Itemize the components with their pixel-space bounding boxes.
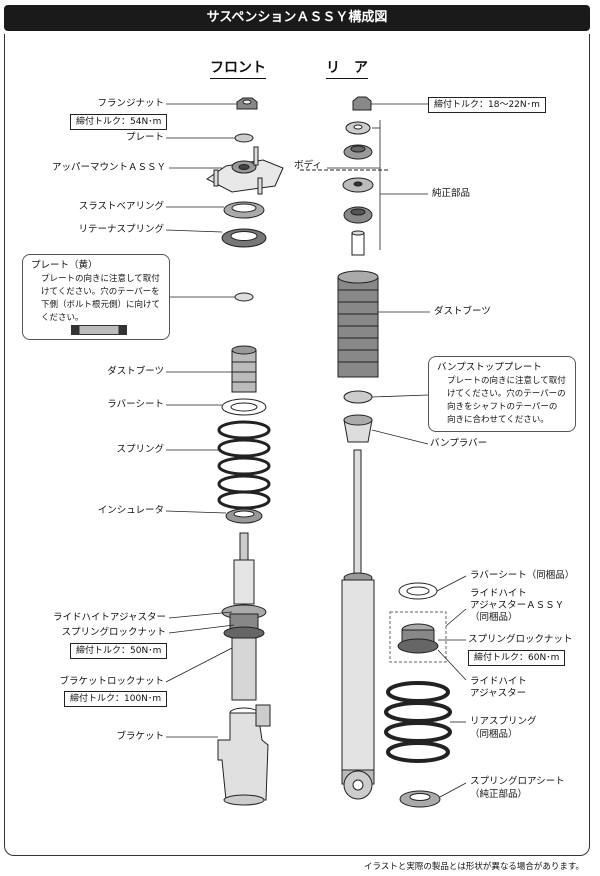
rear-rubber-sheet: [398, 582, 438, 600]
note-yellow-plate-title: プレート（黄）: [31, 260, 98, 271]
label-rear-ride-height-adjuster-1: ライドハイト: [470, 676, 527, 687]
label-rear-ride-height-assy-3: （同梱品）: [470, 612, 518, 623]
rear-spring: [384, 681, 452, 763]
front-spring: [217, 420, 271, 510]
leader-lines: [165, 103, 467, 798]
label-spring-lower-seat-2: （純正部品）: [470, 789, 528, 800]
label-rear-spring-lock-nut: スプリングロックナット: [468, 634, 573, 645]
label-insulator: インシュレータ: [97, 505, 164, 516]
note-bump-stop-line: けてください。穴のテーパーの: [447, 389, 566, 399]
label-ride-height-adjuster: ライドハイトアジャスター: [53, 612, 166, 623]
rear-bushing-upper: [343, 144, 373, 160]
note-yellow-plate-body: プレートの向きに注意して取付 けてください。穴のテーパーを 下側（ボルト根元側）…: [31, 273, 161, 325]
label-body: ボディ: [294, 160, 322, 171]
diagram-frame: [4, 34, 590, 856]
label-upper-mount: アッパーマウントＡＳＳＹ: [51, 162, 166, 173]
yellow-plate-section-icon: [71, 325, 127, 335]
note-yellow-plate-line: けてください。穴のテーパーを: [41, 287, 160, 297]
label-spring-lock-nut: スプリングロックナット: [61, 627, 166, 638]
label-rear-dust-boots: ダストブーツ: [434, 306, 491, 317]
header-front: フロント: [210, 57, 266, 79]
note-bump-stop-line: 向きをシャフトのテーパーの: [447, 402, 558, 412]
label-rear-spring-1: リアスプリング: [470, 716, 537, 727]
label-plate: プレート: [125, 132, 164, 143]
front-yellow-plate: [234, 292, 254, 302]
rear-spring-lower-seat: [399, 790, 441, 808]
rear-washer-1: [345, 121, 371, 135]
rear-top-nut: [352, 96, 372, 111]
front-insulator: [225, 508, 263, 524]
label-rear-ride-height-assy-2: アジャスターＡＳＳＹ: [470, 600, 565, 611]
label-rear-rubber-sheet: ラバーシート（同梱品）: [470, 570, 575, 581]
torque-rear-spring-lock-nut: 締付トルク：60N･m: [468, 650, 566, 666]
label-bump-rubber: バンプラバー: [430, 438, 488, 449]
torque-spring-lock-nut: 締付トルク：50N･m: [70, 643, 168, 659]
front-bracket: [217, 704, 271, 806]
note-bump-stop-plate: バンプストッププレート プレートの向きに注意して取付 けてください。穴のテーパー…: [428, 356, 576, 432]
torque-flange-nut: 締付トルク：54N･m: [70, 114, 168, 130]
label-front-dust-boots: ダストブーツ: [107, 366, 164, 377]
label-front-rubber-sheet: ラバーシート: [107, 399, 164, 410]
note-bump-stop-line: プレートの向きに注意して取付: [447, 376, 566, 386]
rear-bushing-lower: [343, 206, 373, 224]
front-retainer-spring: [221, 228, 267, 248]
rear-bump-stop-plate: [343, 390, 373, 404]
torque-bracket-lock-nut: 締付トルク：100N･m: [64, 691, 168, 707]
label-flange-nut: フランジナット: [97, 98, 164, 109]
rear-dust-boots: [337, 270, 379, 378]
rear-ride-height-adjuster-assy: [389, 611, 447, 663]
front-thrust-bearing: [223, 201, 265, 219]
front-plate: [234, 133, 254, 143]
torque-rear-top-nut: 締付トルク：18～22N･m: [428, 97, 546, 113]
rear-collar: [351, 230, 365, 256]
rear-washer-2: [342, 177, 374, 193]
label-retainer-spring: リテーナスプリング: [78, 224, 164, 235]
note-bump-stop-plate-body: プレートの向きに注意して取付 けてください。穴のテーパーの 向きをシャフトのテー…: [437, 375, 567, 427]
front-shock-absorber: [221, 532, 267, 701]
label-spring-lower-seat-1: スプリングロアシート: [470, 776, 565, 787]
label-genuine-parts: 純正部品: [432, 188, 471, 199]
front-dust-boots: [231, 345, 257, 393]
front-rubber-sheet: [221, 398, 267, 416]
note-bump-stop-line: 向きに合わせてください。: [447, 415, 549, 425]
note-bump-stop-plate-title: バンプストッププレート: [437, 362, 542, 373]
header-rear: リ ア: [326, 57, 368, 79]
label-thrust-bearing: スラストベアリング: [78, 201, 164, 212]
label-rear-ride-height-adjuster-2: アジャスター: [470, 688, 527, 699]
rear-bump-rubber: [343, 414, 373, 443]
front-flange-nut: [236, 97, 258, 110]
rear-shock-absorber: [341, 449, 375, 800]
note-yellow-plate: プレート（黄） プレートの向きに注意して取付 けてください。穴のテーパーを 下側…: [22, 254, 170, 340]
page-title: サスペンションＡＳＳＹ構成図: [4, 5, 590, 31]
label-rear-spring-2: （同梱品）: [470, 729, 518, 740]
note-yellow-plate-line: プレートの向きに注意して取付: [41, 274, 160, 284]
note-yellow-plate-line: ください。: [41, 313, 84, 323]
front-upper-mount: [206, 146, 284, 195]
footnote: イラストと実際の製品とは形状が異なる場合があります。: [364, 862, 584, 872]
label-front-spring: スプリング: [116, 444, 164, 455]
label-bracket: ブラケット: [116, 731, 164, 742]
label-bracket-lock-nut: ブラケットロックナット: [59, 676, 164, 687]
note-yellow-plate-line: 下側（ボルト根元側）に向けて: [41, 300, 161, 310]
label-rear-ride-height-assy-1: ライドハイト: [470, 588, 527, 599]
